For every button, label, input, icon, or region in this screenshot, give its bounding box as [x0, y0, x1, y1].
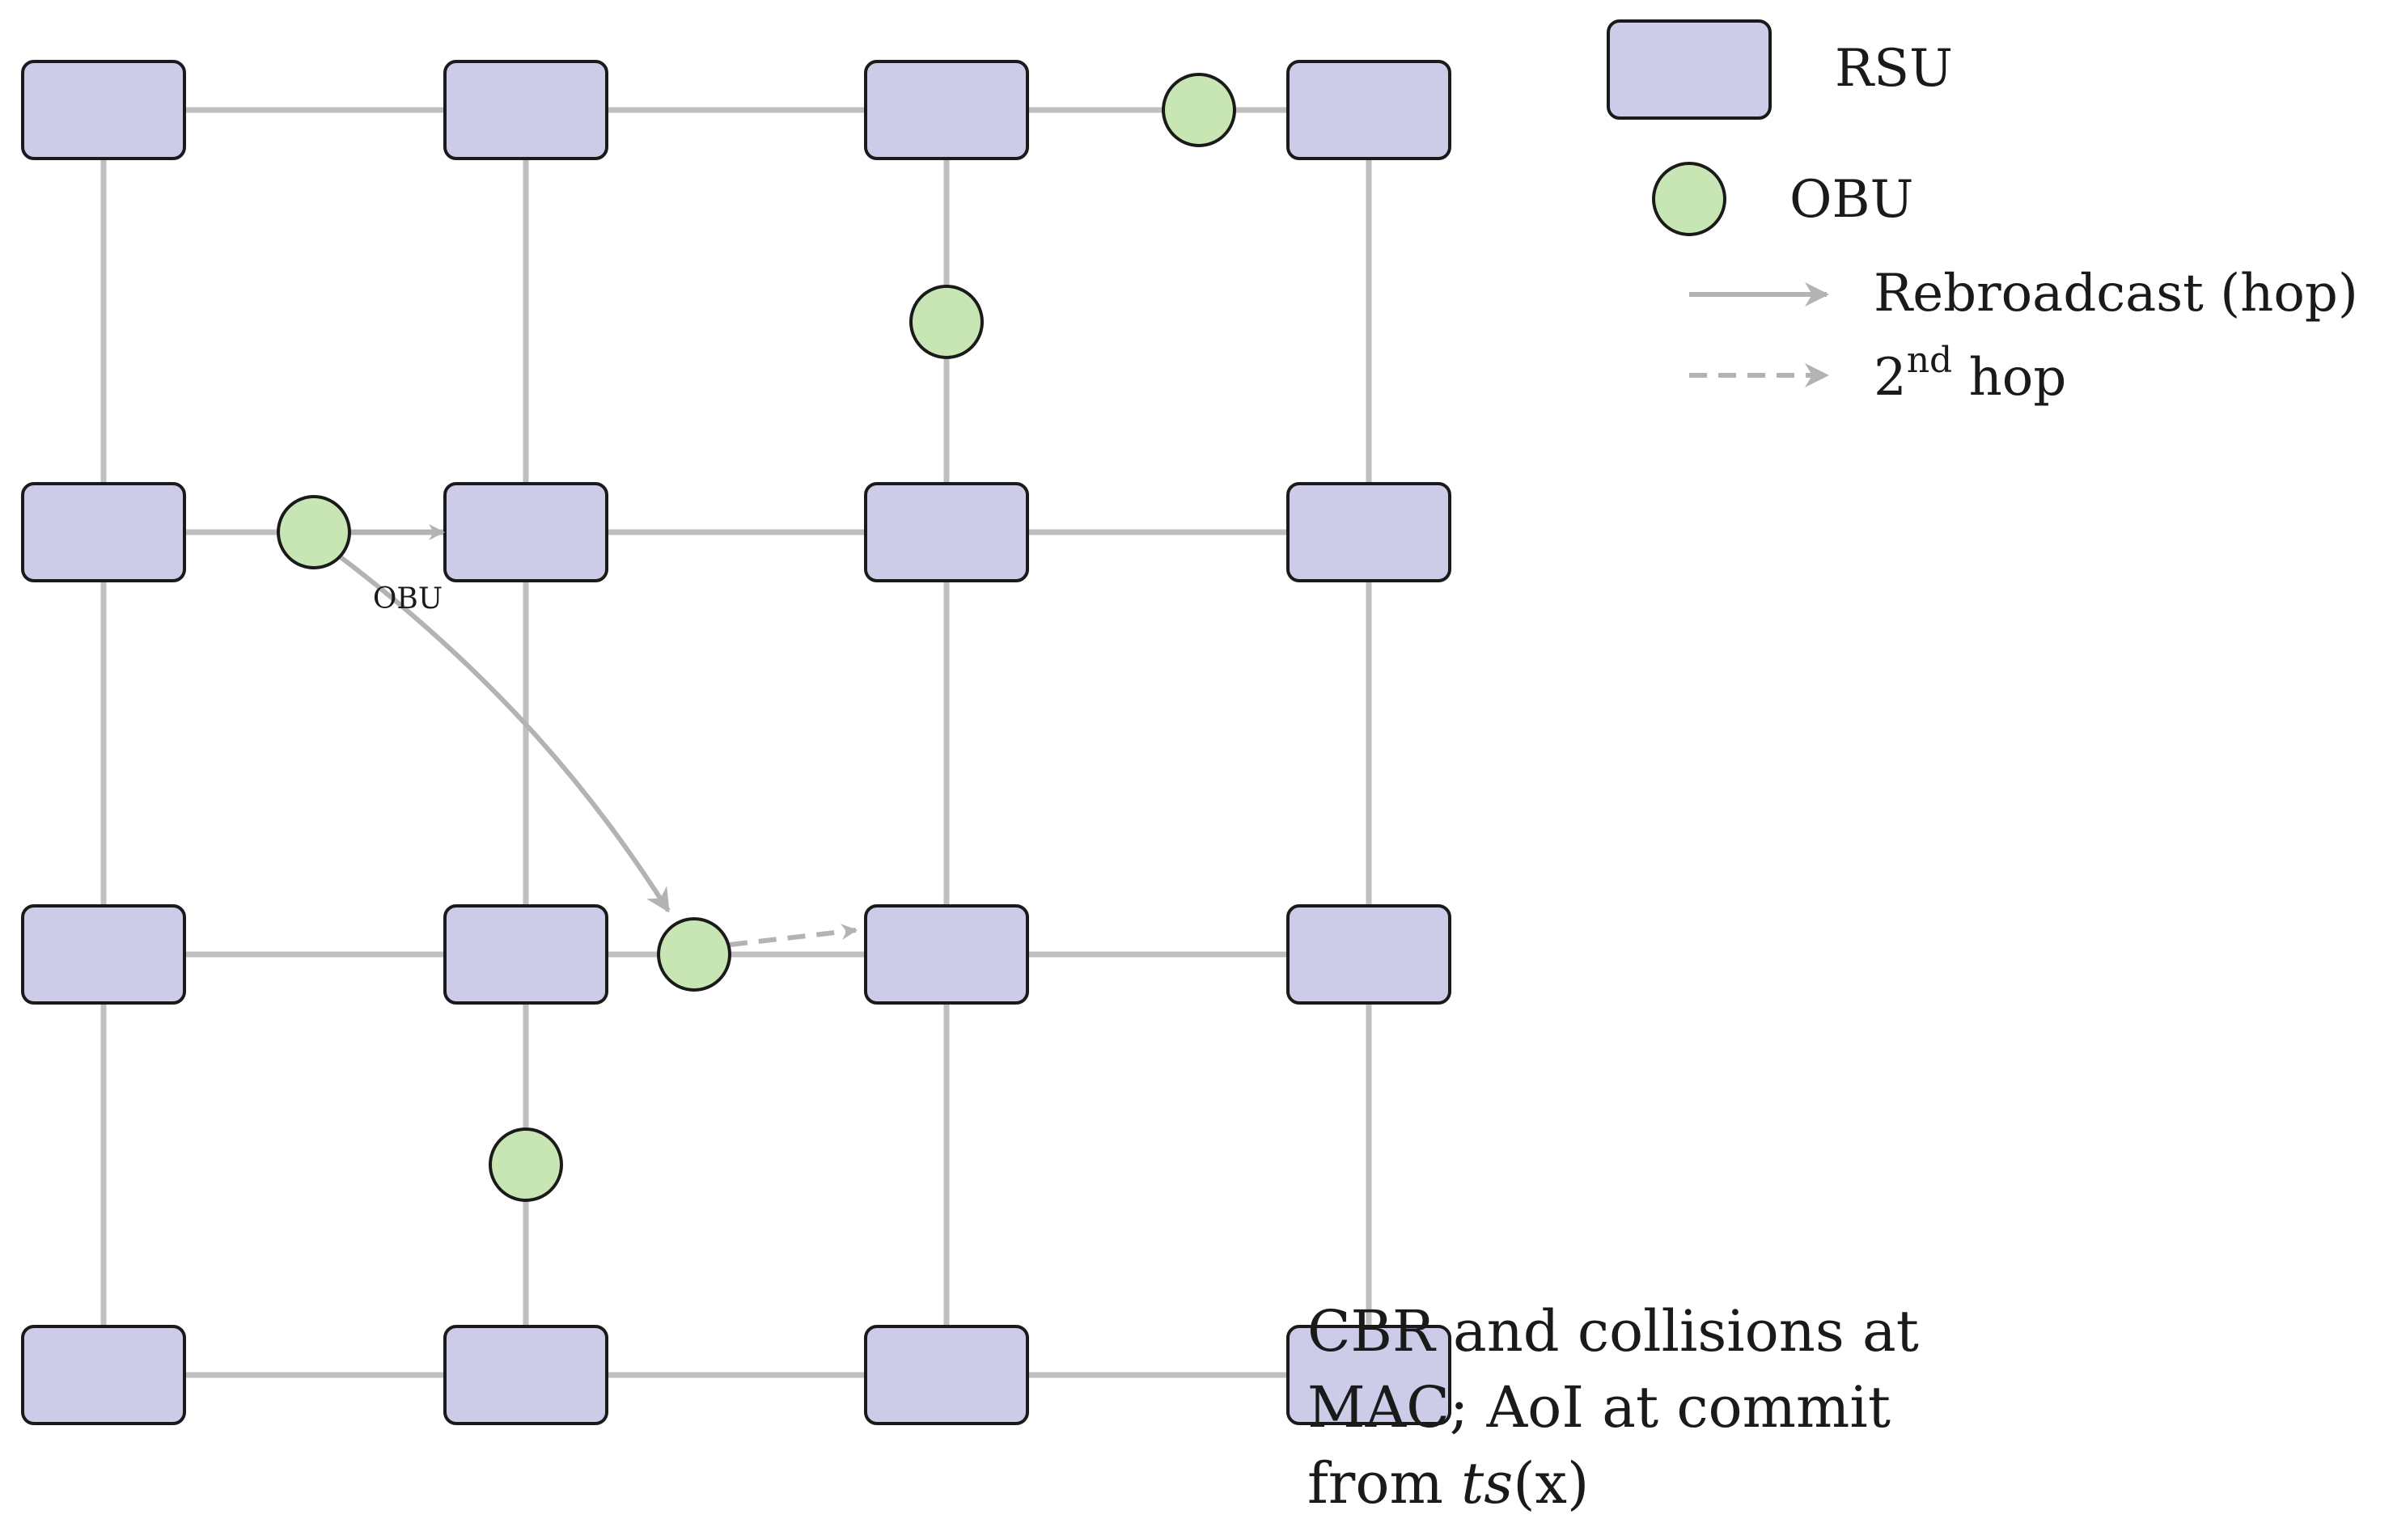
rsu-node-r0-c1	[443, 60, 608, 160]
hop-arrows	[338, 524, 858, 947]
rsu-node-r3-c3	[1286, 1325, 1451, 1425]
rebroadcast-arrow-curved	[338, 554, 671, 913]
legend-obu-label: OBU	[1789, 170, 1913, 230]
rsu-node-r0-c2	[864, 60, 1029, 160]
legend-hop-label: Rebroadcast (hop)	[1874, 264, 2358, 324]
rsu-node-r3-c2	[864, 1325, 1029, 1425]
rsu-node-r3-c0	[21, 1325, 186, 1425]
legend-rsu-swatch	[1607, 19, 1772, 120]
obu-col1-lower	[489, 1128, 563, 1202]
legend-second-hop-label: 2nd hop	[1874, 340, 2066, 408]
obu-relay	[657, 917, 731, 992]
obu-col2-upper	[909, 285, 984, 359]
rsu-node-r0-c3	[1286, 60, 1451, 160]
obu-sender	[277, 495, 351, 569]
obu-tag-label: OBU	[373, 582, 443, 616]
rsu-node-r2-c3	[1286, 904, 1451, 1005]
note-line-2: MAC; AoI at commit	[1307, 1374, 1891, 1441]
note-text: CBR and collisions at MAC; AoI at commit…	[1307, 1298, 1919, 1517]
rsu-node-r1-c3	[1286, 482, 1451, 582]
note-line-3-arg: (x)	[1513, 1450, 1589, 1517]
obu-nodes	[277, 73, 1236, 1202]
legend-obu-swatch	[1652, 162, 1726, 236]
rsu-node-r1-c0	[21, 482, 186, 582]
rsu-node-r1-c1	[443, 482, 608, 582]
second-hop-superscript: nd	[1907, 340, 1953, 381]
note-line-3-text: from	[1307, 1450, 1461, 1517]
road-grid	[100, 107, 1372, 1378]
rsu-nodes	[21, 60, 1451, 1425]
second-hop-rest: hop	[1952, 348, 2066, 408]
rsu-node-r0-c0	[21, 60, 186, 160]
rsu-node-r2-c1	[443, 904, 608, 1005]
note-line-3: from ts(x)	[1307, 1450, 1589, 1517]
note-line-1: CBR and collisions at	[1307, 1298, 1919, 1364]
obu-top-row	[1162, 73, 1236, 147]
legend-rsu-label: RSU	[1835, 39, 1953, 99]
second-hop-base: 2	[1874, 348, 1907, 408]
rsu-node-r3-c1	[443, 1325, 608, 1425]
rsu-node-r2-c0	[21, 904, 186, 1005]
second-hop-arrow	[729, 924, 858, 947]
note-line-3-math: ts	[1461, 1450, 1513, 1517]
legend: RSU OBU Rebroadcast (hop) 2nd hop	[1607, 19, 2358, 408]
rsu-node-r1-c2	[864, 482, 1029, 582]
rsu-node-r2-c2	[864, 904, 1029, 1005]
